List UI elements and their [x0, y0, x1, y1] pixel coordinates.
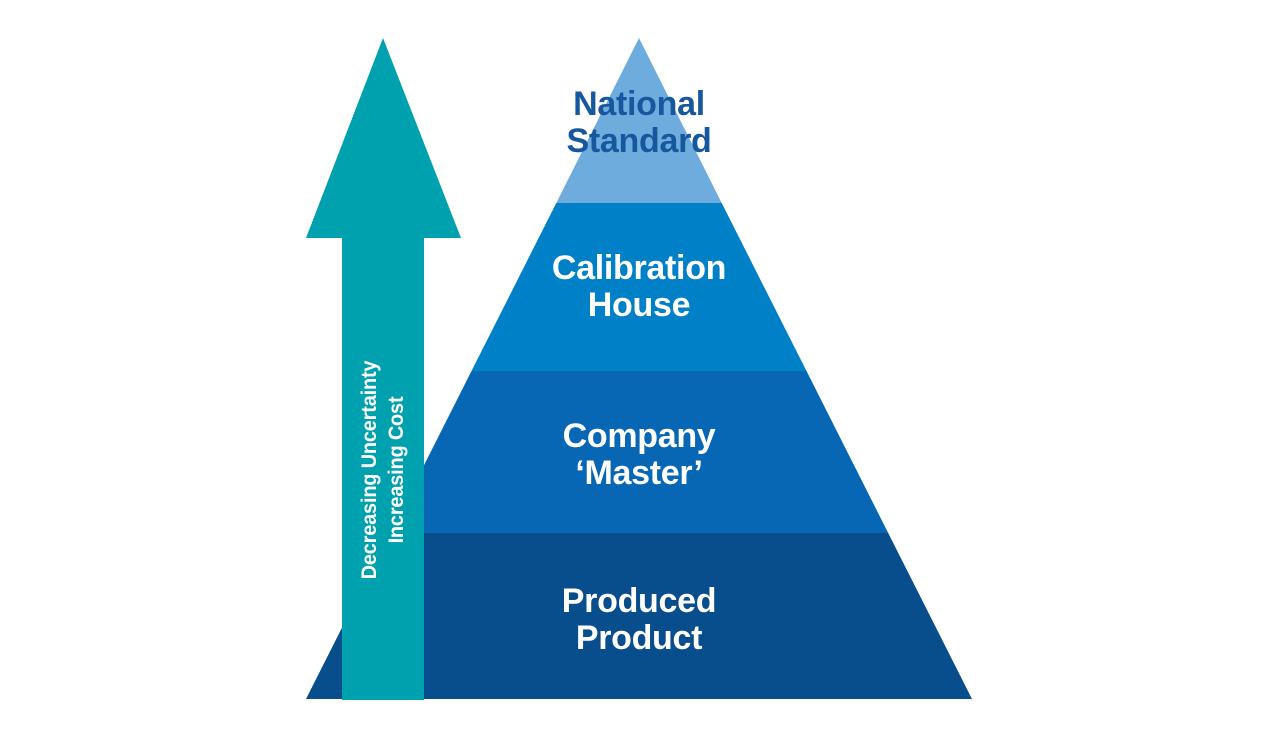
label-produced-product: Produced Product	[561, 582, 717, 657]
arrow-label-decreasing-uncertainty-increasing-cost: Decreasing Uncertainty Increasing Cost	[358, 360, 408, 580]
label-company-master: Company ‘Master’	[562, 417, 716, 492]
label-national-standard: National Standard	[566, 85, 712, 160]
pyramid-level-company-master-shape	[389, 371, 889, 533]
pyramid-level-national-standard-shape	[556, 38, 722, 203]
label-calibration-house: Calibration House	[551, 249, 727, 324]
up-arrow-icon	[306, 38, 461, 700]
pyramid-level-calibration-house-shape	[471, 203, 807, 371]
pyramid-level-produced-product-shape	[306, 533, 972, 699]
